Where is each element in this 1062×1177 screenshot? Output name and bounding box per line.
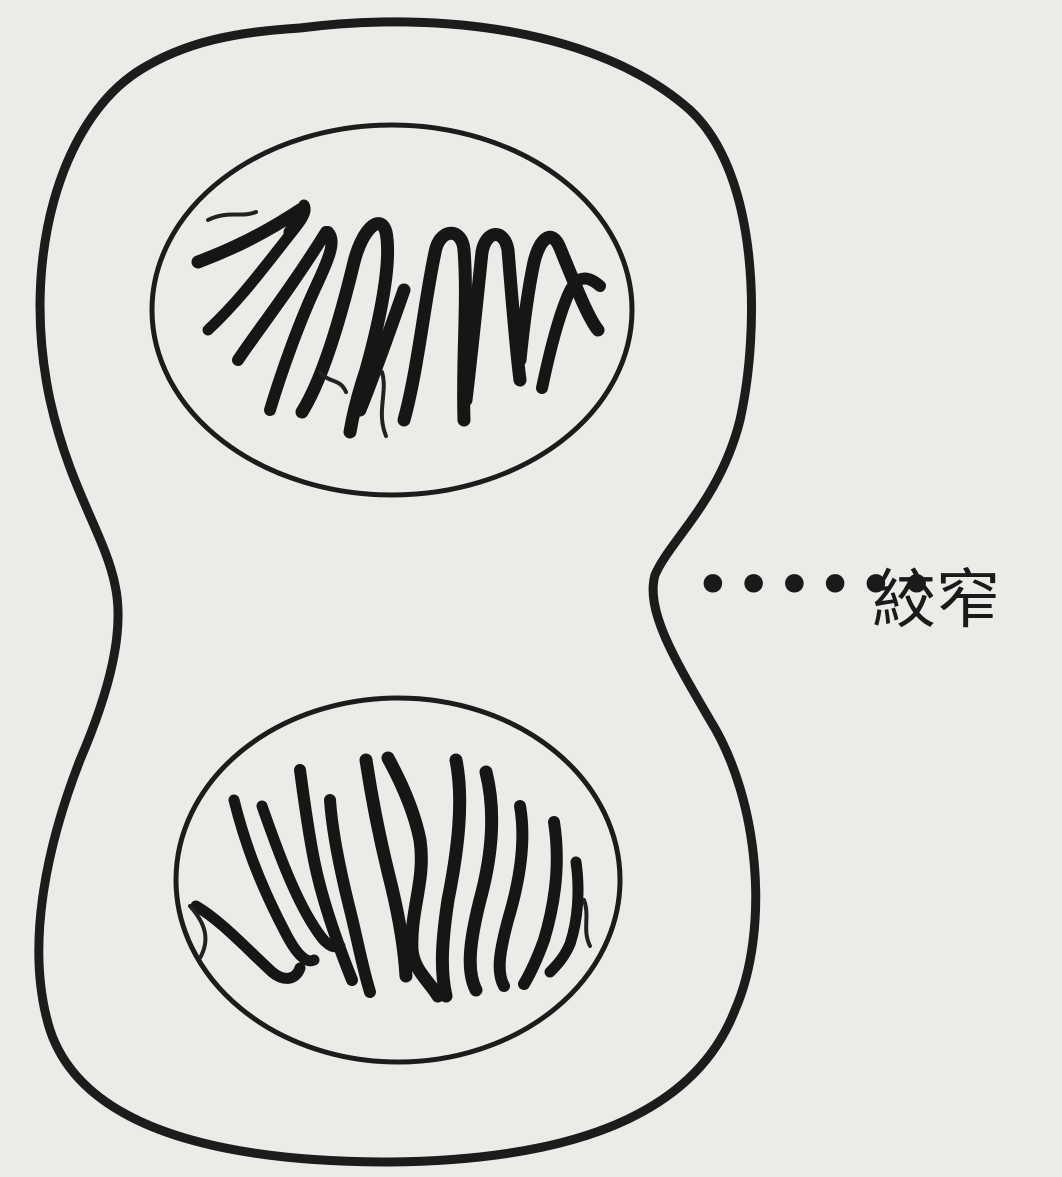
chromosome — [542, 278, 600, 388]
chromosome — [470, 772, 491, 990]
upper-nucleus — [152, 125, 632, 495]
chromosome — [466, 234, 520, 400]
chromosome — [442, 760, 459, 996]
chromosome — [404, 233, 465, 420]
upper-chromosomes — [198, 205, 600, 436]
lower-chromosomes — [190, 758, 590, 996]
chromosome — [500, 806, 523, 986]
lower-nucleus — [176, 698, 620, 1062]
chromosome-thread — [208, 212, 256, 220]
chromosome-thread — [584, 900, 590, 946]
cell-membrane — [39, 22, 756, 1162]
chromosome — [524, 822, 557, 984]
chromosome-thread — [382, 372, 386, 436]
constriction-label: 絞窄 — [872, 564, 1000, 638]
